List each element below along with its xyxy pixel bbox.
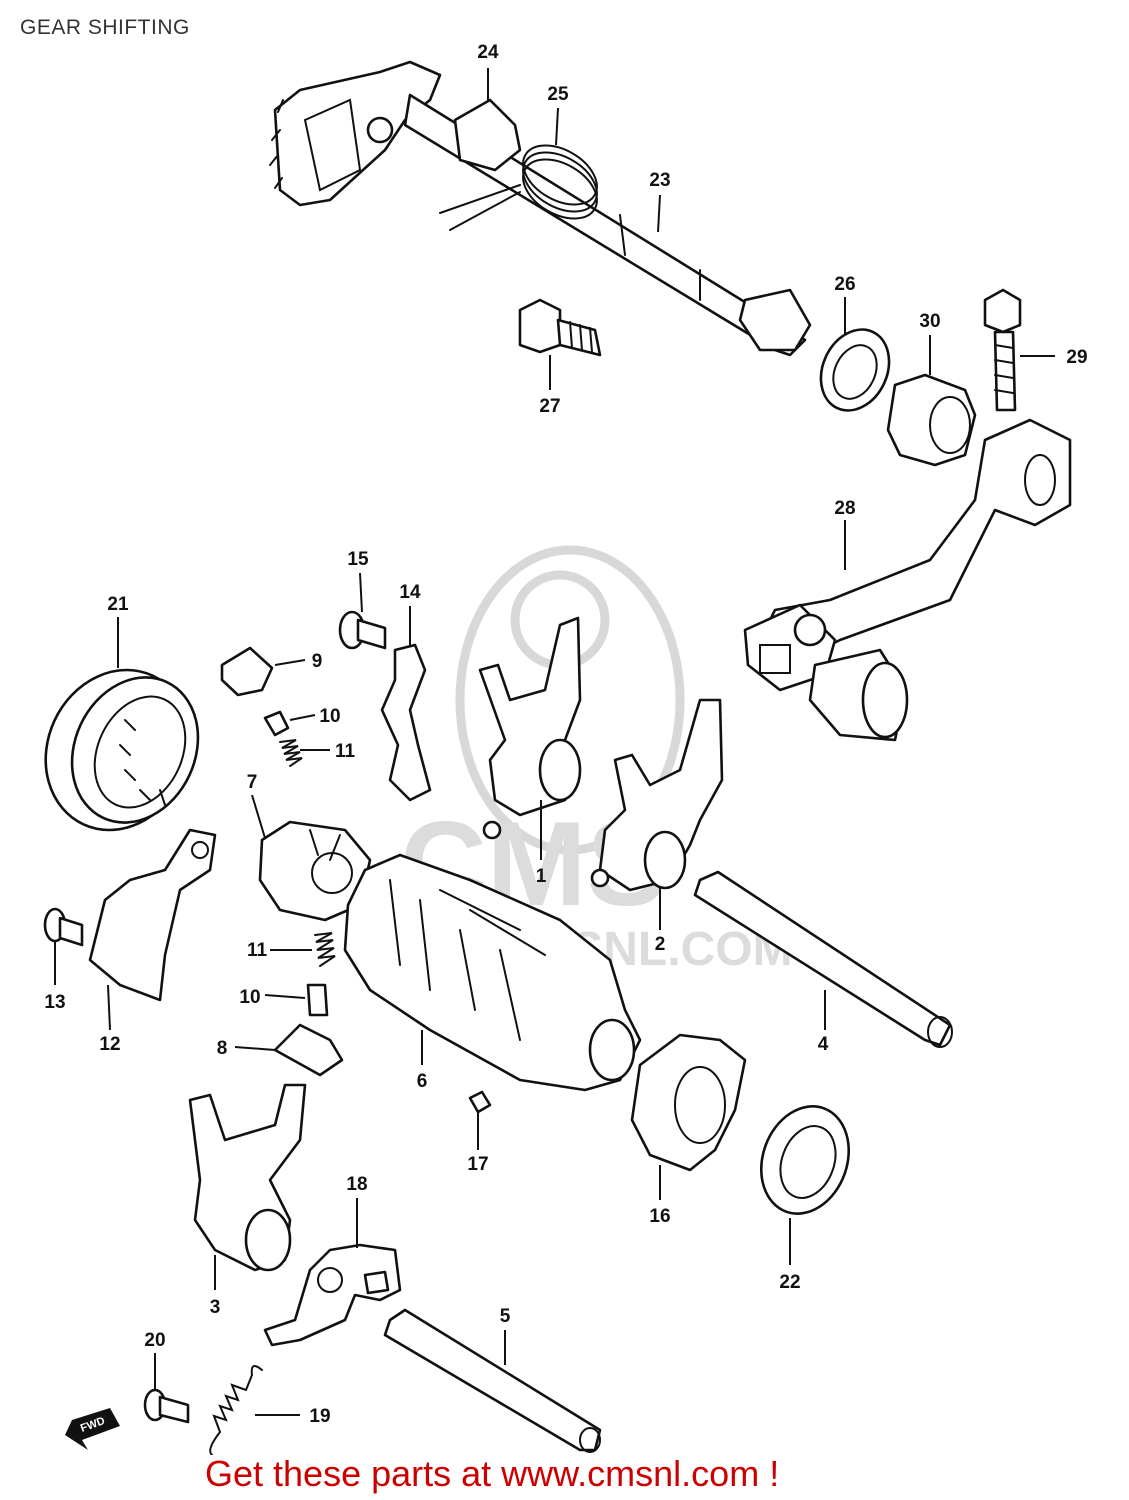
callout-23: 23: [649, 170, 670, 191]
part-shift-fork-3: [188, 1083, 307, 1272]
part-bearing-21: [44, 668, 200, 832]
part-plate-12: [88, 828, 217, 1002]
callout-26: 26: [834, 274, 855, 295]
callout-10-top: 10: [319, 706, 340, 727]
callout-9: 9: [312, 651, 323, 672]
callout-16: 16: [649, 1206, 670, 1227]
part-return-spring: [439, 144, 598, 231]
callout-12: 12: [99, 1034, 120, 1055]
part-screw-20: [143, 1388, 190, 1424]
callout-28: 28: [834, 498, 855, 519]
part-bolt-27: [518, 298, 602, 357]
callout-labels: 1 2 3 4 5 6 7 8 9 10 10 11 11 12 13 14 1…: [44, 42, 1087, 1427]
leader-lines: [54, 68, 1055, 1416]
callout-29: 29: [1066, 347, 1087, 368]
part-spring-11-top: [279, 739, 303, 767]
exploded-parts-diagram: CMS WWW.CMSNL.COM: [43, 42, 1088, 1455]
callout-3: 3: [210, 1297, 221, 1318]
part-plate-14: [380, 643, 432, 802]
part-shift-shaft: [269, 60, 812, 357]
part-spring-19: [209, 1365, 263, 1455]
callout-19: 19: [309, 1406, 330, 1427]
callout-5: 5: [500, 1306, 511, 1327]
part-shift-fork-2: [590, 698, 724, 892]
part-screw-13: [43, 907, 84, 947]
part-bearing-22: [759, 1105, 851, 1215]
part-pin-17: [468, 1090, 492, 1114]
callout-20: 20: [144, 1330, 165, 1351]
part-pin-10-bottom: [306, 983, 329, 1017]
footer-promo-text: Get these parts at www.cmsnl.com !: [205, 1453, 780, 1494]
callout-21: 21: [107, 594, 129, 615]
callout-10-bottom: 10: [239, 987, 260, 1008]
page-title: GEAR SHIFTING: [20, 16, 190, 39]
part-shift-drum-6: [343, 853, 642, 1092]
part-boot-30: [886, 373, 977, 467]
part-shift-lever-28: [743, 418, 1072, 742]
callout-17: 17: [467, 1154, 488, 1175]
callout-14: 14: [399, 582, 421, 603]
part-arm-18: [263, 1243, 402, 1347]
part-cam-stopper-8: [273, 1023, 344, 1077]
callout-1: 1: [536, 866, 547, 887]
part-oil-seal-26: [819, 328, 891, 412]
part-shift-fork-1: [478, 616, 582, 840]
part-cam-stopper-9: [220, 646, 274, 697]
part-screw-15: [338, 610, 387, 650]
callout-27: 27: [539, 396, 560, 417]
callout-2: 2: [655, 934, 666, 955]
callout-7: 7: [247, 772, 258, 793]
callout-24: 24: [477, 42, 499, 63]
callout-30: 30: [919, 311, 940, 332]
callout-8: 8: [217, 1038, 228, 1059]
callout-25: 25: [547, 84, 569, 105]
callout-18: 18: [346, 1174, 367, 1195]
part-spring-11-bottom: [314, 932, 336, 967]
callout-22: 22: [779, 1272, 800, 1293]
part-bolt-29: [983, 288, 1022, 412]
part-pin-10-top: [263, 710, 290, 737]
callout-4: 4: [818, 1034, 829, 1055]
callout-15: 15: [347, 549, 369, 570]
part-cam-16: [630, 1033, 747, 1172]
callout-6: 6: [417, 1071, 428, 1092]
fwd-arrow-icon: FWD: [65, 1408, 120, 1450]
part-fork-shaft-5: [383, 1308, 602, 1453]
callout-11-bottom: 11: [247, 940, 268, 961]
part-fork-shaft-4: [693, 870, 953, 1048]
callout-11-top: 11: [335, 741, 356, 762]
callout-13: 13: [44, 992, 65, 1013]
